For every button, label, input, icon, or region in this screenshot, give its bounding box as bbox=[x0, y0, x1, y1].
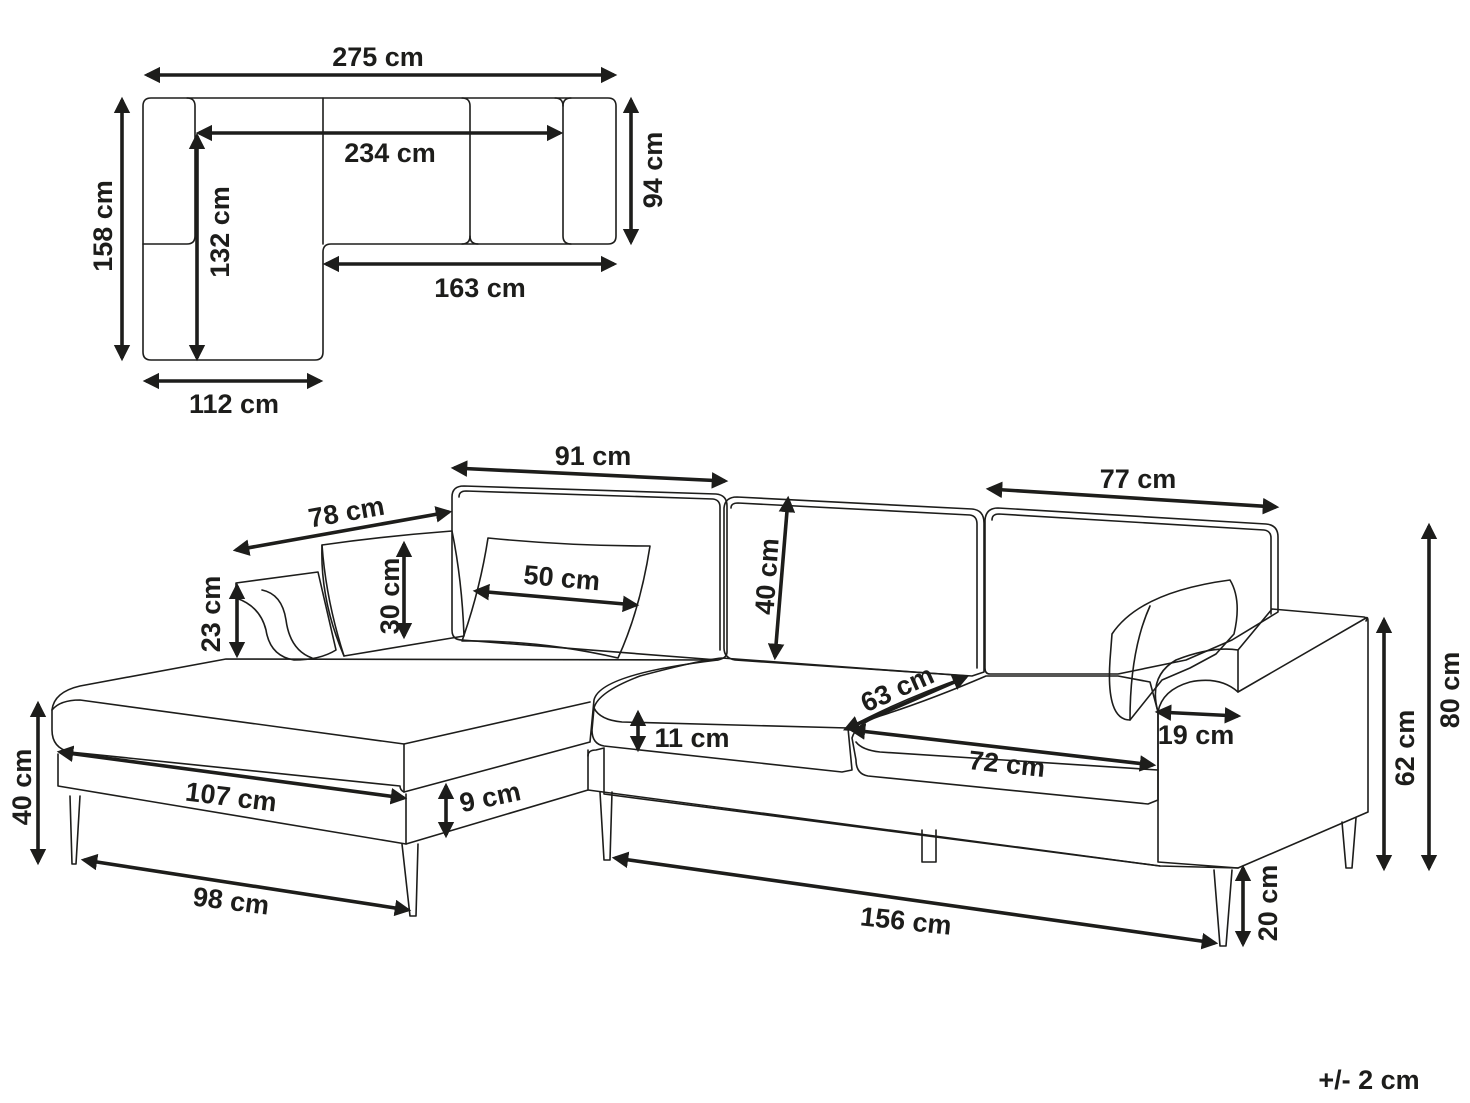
back-cushion-middle-piping bbox=[730, 502, 978, 669]
leg bbox=[1213, 869, 1233, 947]
dimension-label: 234 cm bbox=[344, 138, 436, 168]
leg bbox=[599, 791, 613, 861]
perspective-view: 91 cm 77 cm 78 cm 23 cm 30 cm 50 cm 40 c… bbox=[7, 441, 1465, 950]
leg bbox=[69, 795, 81, 865]
dimension-label: 77 cm bbox=[1100, 464, 1177, 494]
right-armrest-inner bbox=[1157, 679, 1239, 713]
dimension-label: 23 cm bbox=[196, 576, 226, 653]
dimension-arrow bbox=[611, 851, 1219, 950]
dimension-arrow bbox=[232, 506, 453, 556]
dimension-label: 132 cm bbox=[205, 186, 235, 278]
dimension-label: 78 cm bbox=[306, 491, 387, 534]
chaise-seat-cushion bbox=[51, 658, 719, 793]
top-view-cushion-divider bbox=[461, 97, 471, 245]
seat-cushion-left-edge bbox=[593, 707, 849, 729]
dimension-label: 91 cm bbox=[555, 441, 632, 471]
dimension-label: 94 cm bbox=[638, 132, 668, 209]
pillow-middle bbox=[461, 537, 651, 659]
dimension-label: 156 cm bbox=[859, 901, 953, 940]
back-cushion-right-piping bbox=[991, 513, 1272, 615]
right-armrest-top bbox=[1237, 608, 1368, 651]
dimension-label: 30 cm bbox=[375, 558, 405, 635]
dimension-arrow bbox=[848, 723, 1157, 772]
back-cushion-middle bbox=[723, 496, 985, 677]
leg bbox=[1341, 817, 1357, 869]
dimension-arrow bbox=[56, 745, 408, 805]
pillow-left-seam bbox=[321, 544, 345, 657]
dimension-label: 19 cm bbox=[1158, 720, 1235, 750]
dimension-arrow bbox=[842, 674, 970, 732]
dimension-label: 107 cm bbox=[184, 777, 279, 818]
top-view-cushion-divider bbox=[469, 235, 479, 245]
top-view: 275 cm 234 cm 163 cm 112 cm 158 cm 132 c… bbox=[88, 42, 668, 419]
dimension-arrow bbox=[1154, 704, 1242, 724]
dimension-label: 20 cm bbox=[1253, 865, 1283, 942]
dimension-label: 40 cm bbox=[7, 749, 37, 826]
chaise-armrest-seam bbox=[261, 589, 313, 659]
chaise-armrest bbox=[235, 571, 337, 661]
dimension-label: 11 cm bbox=[654, 723, 729, 753]
dimension-arrow bbox=[472, 583, 640, 613]
dimension-label: 112 cm bbox=[189, 389, 279, 419]
main-frame-bottom bbox=[587, 789, 1161, 867]
top-view-left-arm bbox=[142, 97, 196, 245]
dimension-label: 62 cm bbox=[1390, 710, 1420, 787]
top-view-outline bbox=[142, 97, 617, 361]
pillow-right bbox=[1108, 579, 1238, 721]
leg bbox=[401, 843, 419, 917]
chaise-seat-cushion-edge bbox=[51, 699, 591, 745]
top-view-right-arm bbox=[562, 97, 572, 107]
pillow-right-seam bbox=[1129, 605, 1151, 721]
dimension-arrow bbox=[767, 495, 796, 661]
right-armrest bbox=[1154, 616, 1369, 869]
main-frame bbox=[587, 747, 1239, 869]
dimension-label: 158 cm bbox=[88, 180, 118, 272]
top-view-right-arm bbox=[554, 97, 572, 245]
dimension-label: 50 cm bbox=[522, 560, 601, 597]
dimension-label: 80 cm bbox=[1435, 652, 1465, 729]
dimension-label: 163 cm bbox=[434, 273, 526, 303]
dimension-arrow bbox=[450, 460, 729, 489]
back-cushion-left-piping bbox=[458, 490, 721, 651]
dimension-arrow bbox=[985, 481, 1280, 515]
dimension-label: 275 cm bbox=[332, 42, 424, 72]
dimension-arrow bbox=[80, 853, 412, 917]
dimension-label: 40 cm bbox=[749, 537, 784, 615]
tolerance-note: +/- 2 cm bbox=[1318, 1065, 1419, 1095]
